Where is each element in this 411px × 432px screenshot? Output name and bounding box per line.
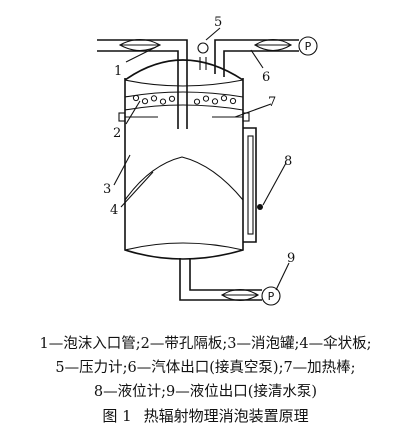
label-6: 6 <box>262 70 270 85</box>
leader-lines <box>113 27 290 291</box>
label-2: 2 <box>113 126 121 141</box>
pressure-gauge <box>197 42 209 70</box>
plate-hole <box>202 95 210 102</box>
figure-title: 热辐射物理消泡装置原理 <box>143 407 309 425</box>
plate-holes <box>132 94 237 105</box>
plate-hole <box>220 95 228 102</box>
foam-inlet-pipe <box>97 38 188 129</box>
level-gauge <box>243 127 263 243</box>
label-7: 7 <box>268 95 276 110</box>
level-indicator-icon <box>257 204 263 210</box>
label-1: 1 <box>114 64 122 79</box>
legend-line-2: 5—压力计;6—汽体出口(接真空泵);7—加热棒; <box>55 360 356 376</box>
plate-hole <box>159 98 167 105</box>
liquid-outlet-pipe <box>179 258 262 302</box>
label-9: 9 <box>287 251 295 266</box>
plate-hole <box>193 98 201 105</box>
plate-hole <box>132 94 140 102</box>
legend-line-3: 8—液位计;9—液位出口(接清水泵) <box>93 384 318 400</box>
heating-rods <box>118 112 250 122</box>
label-5: 5 <box>214 15 222 30</box>
svg-text:P: P <box>268 290 275 303</box>
umbrella-plate <box>124 156 244 201</box>
gas-outlet-pipe <box>214 38 299 77</box>
plate-hole <box>141 98 149 105</box>
figure-number: 图 1 <box>102 407 132 425</box>
plate-hole <box>150 95 158 102</box>
apparatus-diagram: P P 1 2 3 4 5 6 7 8 9 <box>97 15 318 306</box>
clear-water-pump: P <box>261 286 281 306</box>
vacuum-pump: P <box>298 36 318 56</box>
plate-hole <box>211 98 219 105</box>
svg-text:P: P <box>305 40 312 53</box>
legend-line-1: 1—泡沫入口管;2—带孔隔板;3—消泡罐;4—伞状板; <box>39 336 372 352</box>
figure-caption: 图 1 热辐射物理消泡装置原理 <box>0 405 411 426</box>
plate-hole <box>229 97 237 105</box>
label-8: 8 <box>284 154 292 169</box>
defoaming-tank <box>124 59 244 260</box>
label-4: 4 <box>110 203 118 218</box>
label-3: 3 <box>103 182 111 197</box>
perforated-plate <box>124 91 244 111</box>
plate-hole <box>168 95 176 102</box>
